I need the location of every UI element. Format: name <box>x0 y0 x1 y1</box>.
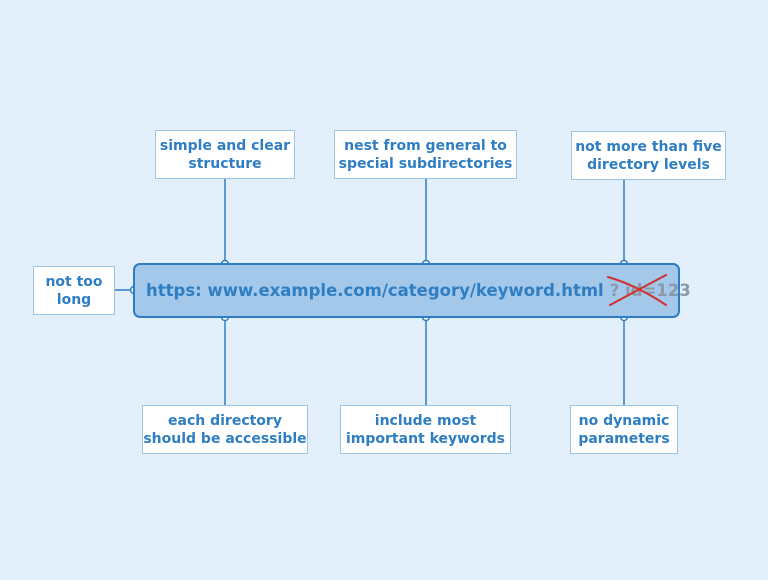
node-directory-accessible: each directory should be accessible <box>142 405 308 454</box>
node-simple-clear-structure: simple and clear structure <box>155 130 295 179</box>
url-central-node: https: www.example.com/category/keyword.… <box>133 263 691 318</box>
node-nest-subdirectories: nest from general to special subdirector… <box>334 130 517 179</box>
strikethrough-cross-icon <box>607 274 667 306</box>
node-max-five-levels: not more than five directory levels <box>571 131 726 180</box>
url-text: https: www.example.com/category/keyword.… <box>146 281 604 300</box>
node-not-too-long: not too long <box>33 266 115 315</box>
node-no-dynamic-parameters: no dynamic parameters <box>570 405 678 454</box>
node-important-keywords: include most important keywords <box>340 405 511 454</box>
